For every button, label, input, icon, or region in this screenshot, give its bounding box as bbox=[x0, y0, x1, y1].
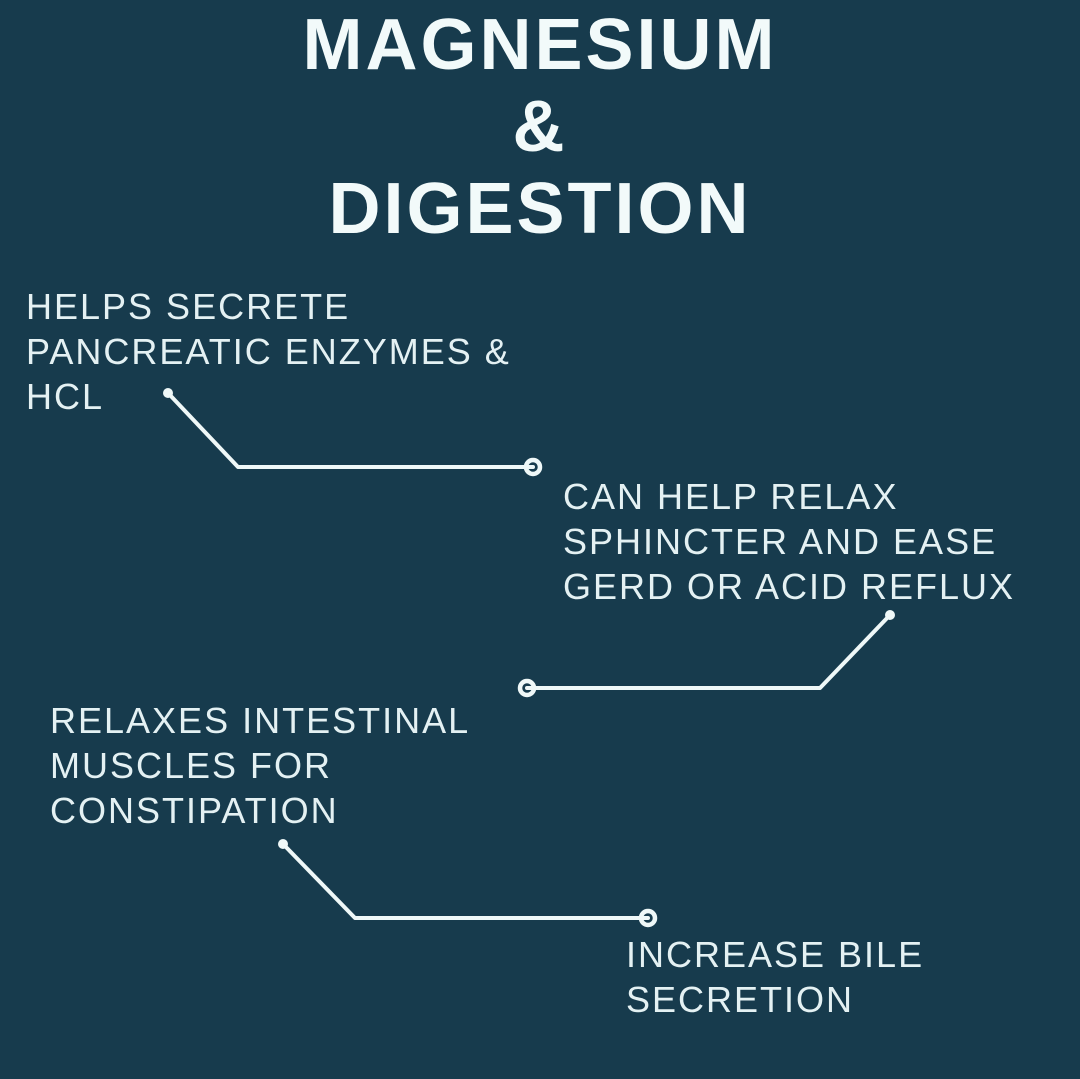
connector-end-ring bbox=[517, 678, 537, 698]
connector-intestinal bbox=[281, 842, 650, 920]
note-bile-secretion: INCREASE BILE SECRETION bbox=[626, 932, 924, 1022]
note-line: GERD OR ACID REFLUX bbox=[563, 566, 1016, 607]
title-line-3: DIGESTION bbox=[328, 169, 752, 249]
connector-end-ring bbox=[638, 908, 658, 928]
note-line: MUSCLES FOR bbox=[50, 745, 333, 786]
title-line-1: MAGNESIUM bbox=[302, 5, 778, 85]
connector-end-ring bbox=[523, 457, 543, 477]
note-line: SPHINCTER AND EASE bbox=[563, 521, 998, 562]
connector-start-dot bbox=[278, 839, 288, 849]
note-line: PANCREATIC ENZYMES & bbox=[26, 331, 511, 372]
note-line: CAN HELP RELAX bbox=[563, 476, 899, 517]
note-line: INCREASE BILE bbox=[626, 934, 925, 975]
connector-sphincter bbox=[525, 613, 892, 690]
title-line-2: & bbox=[512, 87, 568, 167]
note-line: SECRETION bbox=[626, 979, 855, 1020]
note-line: RELAXES INTESTINAL bbox=[50, 700, 471, 741]
note-line: HELPS SECRETE bbox=[26, 286, 351, 327]
page-title: MAGNESIUM & DIGESTION bbox=[0, 4, 1080, 250]
note-line: HCL bbox=[26, 376, 105, 417]
note-line: CONSTIPATION bbox=[50, 790, 339, 831]
note-intestinal-constipation: RELAXES INTESTINAL MUSCLES FOR CONSTIPAT… bbox=[50, 698, 470, 833]
note-sphincter-gerd: CAN HELP RELAX SPHINCTER AND EASE GERD O… bbox=[563, 474, 1015, 609]
connector-start-dot bbox=[885, 610, 895, 620]
note-pancreatic-enzymes: HELPS SECRETE PANCREATIC ENZYMES & HCL bbox=[26, 284, 511, 419]
